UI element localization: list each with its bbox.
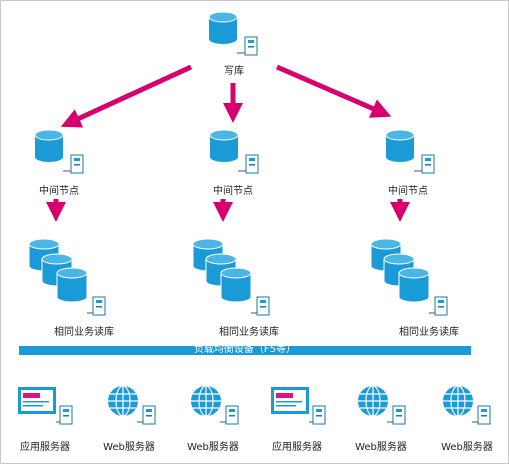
- master-label: 写库: [224, 66, 244, 77]
- server-label: Web服务器: [441, 442, 493, 453]
- arrow-master-to-left: [60, 64, 193, 128]
- database-stack-icon: [28, 238, 106, 316]
- web-server-icon: [443, 385, 491, 425]
- middle-node: [33, 127, 93, 177]
- middle-node: [384, 127, 444, 177]
- web-server-icon: [191, 385, 239, 425]
- server-label: 应用服务器: [20, 442, 70, 453]
- server-label: 应用服务器: [272, 442, 322, 453]
- read-replica-group: [191, 235, 281, 320]
- middle-node-label: 中间节点: [388, 186, 428, 197]
- server-label: Web服务器: [187, 442, 239, 453]
- app-server-icon: [271, 387, 326, 425]
- middle-node-label: 中间节点: [213, 186, 253, 197]
- server-label: Web服务器: [355, 442, 407, 453]
- load-balancer-bar: [19, 346, 471, 355]
- middle-node-label: 中间节点: [39, 186, 79, 197]
- read-replica-group: [369, 235, 459, 320]
- server-node: [105, 385, 165, 430]
- web-server-icon: [108, 385, 156, 425]
- load-balancer-label: 负载均衡设备（F5等）: [193, 344, 297, 355]
- server-node: [17, 385, 77, 430]
- database-server-icon: [209, 129, 259, 174]
- server-node: [440, 385, 500, 430]
- web-server-icon: [358, 385, 406, 425]
- app-server-icon: [18, 387, 73, 425]
- arrow-master-to-right: [276, 64, 392, 118]
- read-replica-group: [27, 235, 117, 320]
- read-replica-label: 相同业务读库: [399, 327, 459, 338]
- database-server-icon: [385, 129, 435, 174]
- database-stack-icon: [192, 238, 270, 316]
- database-server-icon: [34, 129, 84, 174]
- server-node: [355, 385, 415, 430]
- database-server-icon: [208, 11, 258, 56]
- database-stack-icon: [370, 238, 448, 316]
- server-node: [188, 385, 248, 430]
- master-database: [207, 9, 267, 59]
- server-node: [270, 385, 330, 430]
- read-replica-label: 相同业务读库: [219, 327, 279, 338]
- read-replica-label: 相同业务读库: [54, 327, 114, 338]
- server-label: Web服务器: [103, 442, 155, 453]
- middle-node: [208, 127, 268, 177]
